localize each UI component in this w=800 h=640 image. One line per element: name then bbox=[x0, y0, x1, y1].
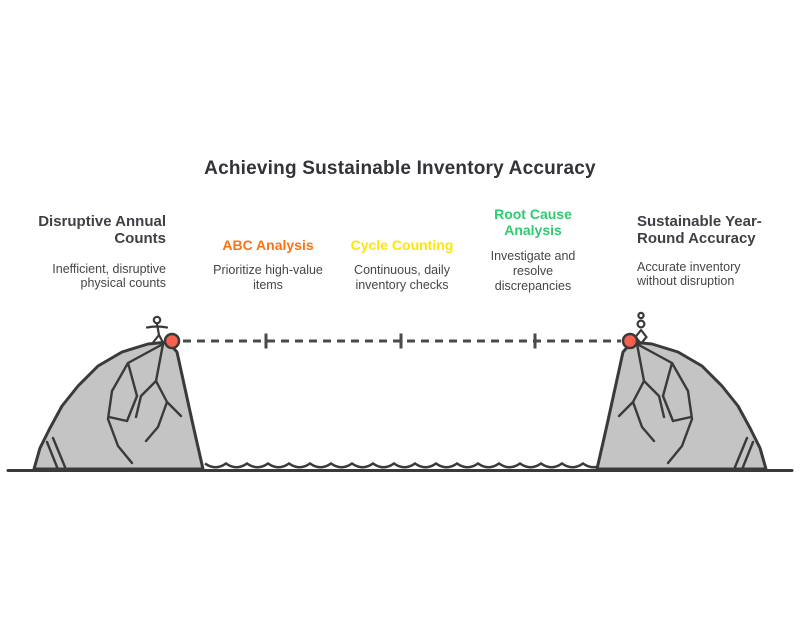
stage-description: Investigate and resolve discrepancies bbox=[490, 249, 576, 293]
stage-label: ABC Analysis bbox=[222, 237, 314, 253]
stage-sustainable-accuracy: Sustainable Year-Round Accuracy Accurate… bbox=[637, 213, 772, 289]
stage-root-cause-analysis: Root Cause Analysis Investigate and reso… bbox=[478, 206, 588, 293]
stage-description: Inefficient, disruptive physical counts bbox=[52, 261, 166, 291]
stage-description: Continuous, daily inventory checks bbox=[354, 263, 450, 292]
stage-label: Root Cause Analysis bbox=[494, 206, 572, 239]
stage-abc-analysis: ABC Analysis Prioritize high-value items bbox=[208, 237, 328, 293]
rope-anchor-dot-left bbox=[163, 332, 181, 350]
page-title: Achieving Sustainable Inventory Accuracy bbox=[204, 158, 596, 179]
right-cliff-icon bbox=[595, 340, 768, 471]
water-wave-line bbox=[204, 461, 605, 469]
rope-anchor-dot-right bbox=[621, 332, 639, 350]
stage-cycle-counting: Cycle Counting Continuous, daily invento… bbox=[342, 237, 462, 293]
tightrope-walker-icon bbox=[145, 315, 169, 344]
left-cliff-icon bbox=[32, 340, 205, 471]
stage-label: Disruptive Annual Counts bbox=[38, 213, 166, 248]
stage-label: Cycle Counting bbox=[350, 237, 454, 253]
climber-icon bbox=[634, 311, 648, 345]
stage-description: Prioritize high-value items bbox=[213, 263, 323, 292]
stage-description: Accurate inventory without disruption bbox=[637, 259, 741, 289]
stage-label: Sustainable Year-Round Accuracy bbox=[637, 213, 762, 248]
stage-disruptive-annual-counts: Disruptive Annual Counts Inefficient, di… bbox=[16, 213, 166, 291]
rope-dashed-line bbox=[183, 333, 621, 349]
